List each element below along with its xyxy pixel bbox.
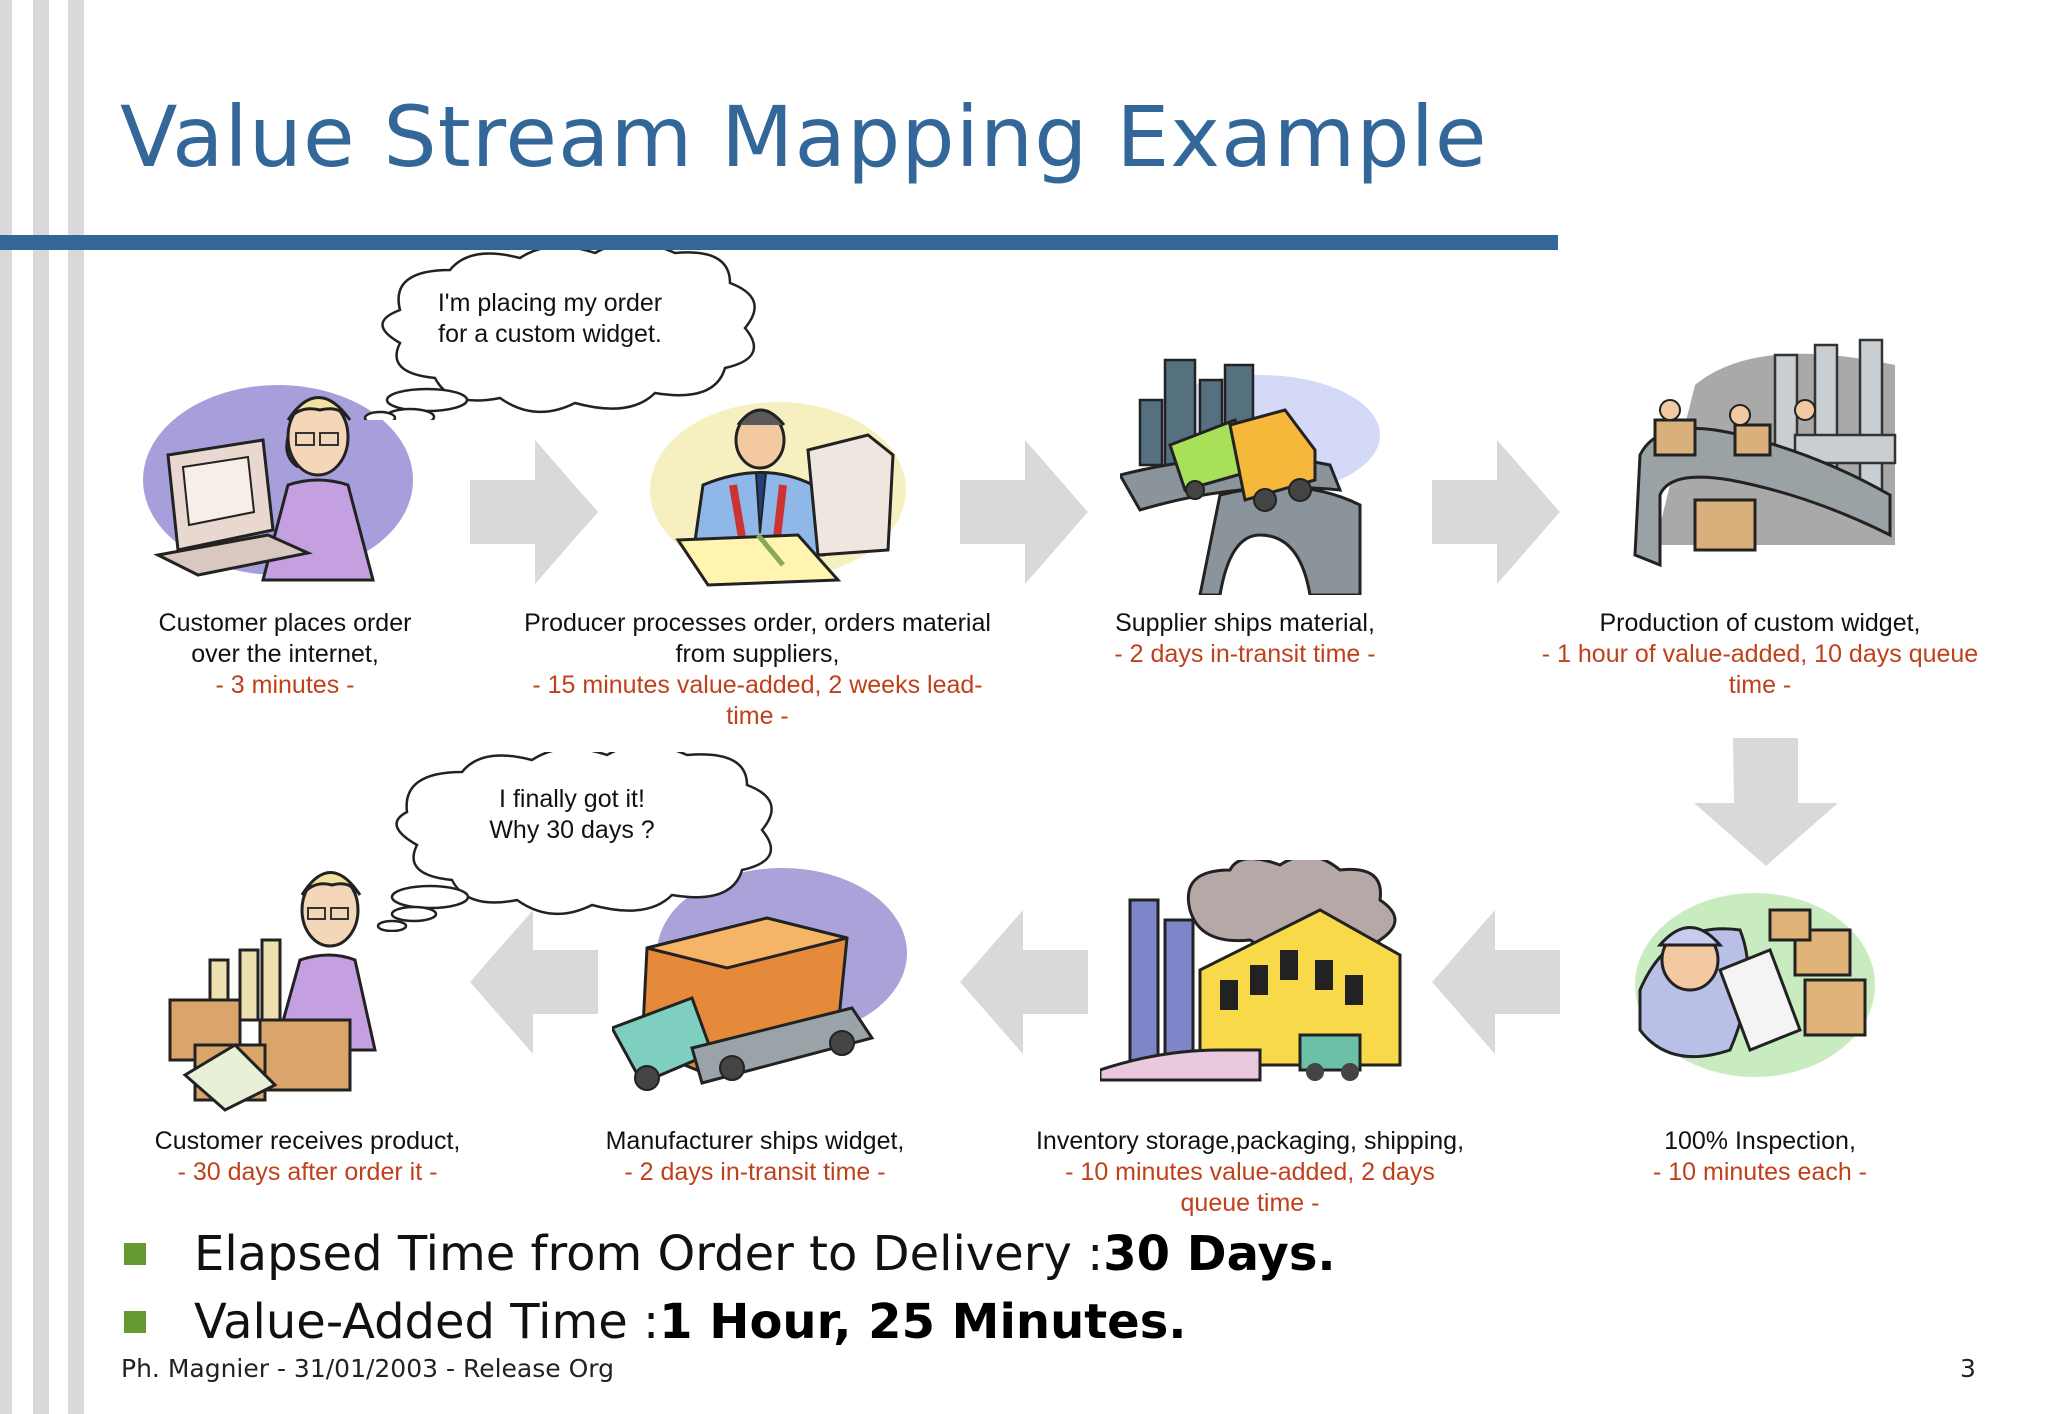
producer-at-desk-icon xyxy=(648,395,913,590)
flow-arrow-right-2 xyxy=(960,440,1088,584)
bullet-square-icon xyxy=(124,1243,146,1265)
thought-text-order: I'm placing my order for a custom widget… xyxy=(437,289,663,348)
flow-arrow-left-2 xyxy=(960,910,1088,1054)
step-caption-inspection: 100% Inspection, - 10 minutes each - xyxy=(1653,1127,1867,1186)
step-caption-customer-receives: Customer receives product, - 30 days aft… xyxy=(154,1127,461,1186)
left-stripe-1 xyxy=(0,0,12,1414)
slide-title: Value Stream Mapping Example xyxy=(120,88,1488,186)
flow-arrow-right-3 xyxy=(1432,440,1560,584)
thought-text-received: I finally got it! Why 30 days ? xyxy=(489,785,655,844)
step-caption-supplier: Supplier ships material, - 2 days in-tra… xyxy=(1114,609,1376,668)
footer-author: Ph. Magnier - 31/01/2003 - Release Org xyxy=(121,1354,614,1383)
production-line-icon xyxy=(1625,335,1905,605)
factory-icon xyxy=(1100,860,1410,1090)
inspector-icon xyxy=(1620,890,1890,1085)
step-caption-customer-order: Customer places order over the internet,… xyxy=(158,609,412,699)
supplier-truck-icon xyxy=(1120,345,1380,595)
step-caption-producer: Producer processes order, orders materia… xyxy=(524,609,991,730)
delivery-truck-icon xyxy=(612,868,917,1098)
step-caption-inventory: Inventory storage,packaging, shipping, -… xyxy=(1035,1127,1465,1217)
bullet-value-added-time: Value-Added Time : 1 Hour, 25 Minutes. xyxy=(124,1292,1187,1352)
flow-arrow-left-1 xyxy=(1432,910,1560,1054)
flow-arrow-right-1 xyxy=(470,440,598,584)
left-stripe-2 xyxy=(33,0,49,1414)
flow-arrow-left-3 xyxy=(470,910,598,1054)
bullet-elapsed-time: Elapsed Time from Order to Delivery : 30… xyxy=(124,1224,1336,1284)
thought-bubble-order: I'm placing my order for a custom widget… xyxy=(340,250,810,420)
flow-arrow-down xyxy=(1694,738,1838,866)
title-underline xyxy=(0,235,1558,250)
page-number: 3 xyxy=(1960,1354,1976,1383)
left-stripe-3 xyxy=(68,0,84,1414)
step-caption-production: Production of custom widget, - 1 hour of… xyxy=(1541,609,1979,699)
customer-at-computer-icon xyxy=(138,375,413,585)
step-caption-manufacturer: Manufacturer ships widget, - 2 days in-t… xyxy=(605,1127,905,1186)
customer-with-boxes-icon xyxy=(150,850,410,1115)
bullet-square-icon xyxy=(124,1311,146,1333)
thought-bubble-received: I finally got it! Why 30 days ? xyxy=(352,752,827,932)
